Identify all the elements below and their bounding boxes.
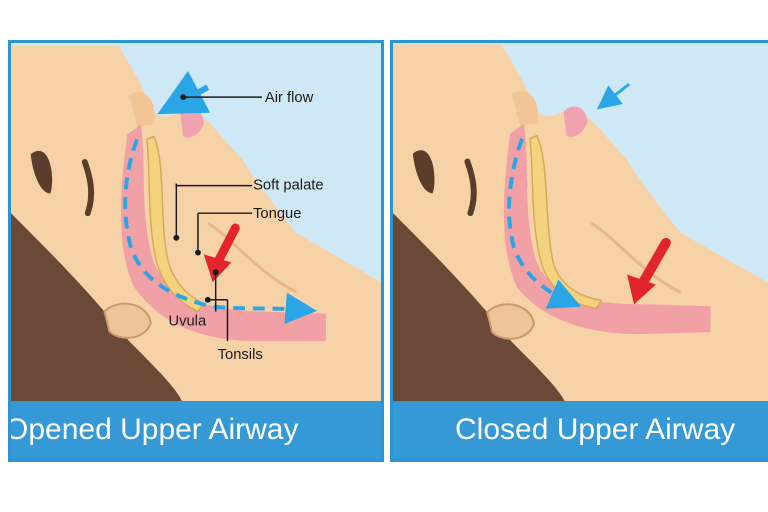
- airflow-arrow-top: [596, 82, 631, 110]
- lips: [563, 106, 588, 137]
- closed-eye: [464, 158, 477, 217]
- nose: [129, 92, 155, 127]
- nose: [512, 90, 538, 126]
- label-air-flow: Air flow: [265, 90, 314, 106]
- eyebrow: [412, 150, 435, 194]
- opened-airway-illustration: Air flow Soft palate Tongue Uvula Tonsil…: [11, 45, 381, 405]
- hair: [11, 213, 184, 405]
- tongue-pressure-arrowhead: [203, 254, 232, 283]
- ear: [486, 303, 535, 340]
- airflow-arrow-top: [157, 71, 211, 115]
- airway-throat: [503, 123, 711, 335]
- ear: [103, 302, 152, 339]
- leader-lines: [175, 96, 262, 342]
- label-soft-palate: Soft palate: [253, 178, 324, 194]
- airflow-path-blocked: [507, 138, 582, 309]
- label-tonsils: Tonsils: [218, 347, 263, 363]
- label-uvula: Uvula: [168, 313, 207, 329]
- closed-airway-panel: Closed Upper Airway: [390, 40, 768, 462]
- closed-eye: [81, 159, 95, 217]
- eyebrow: [30, 150, 53, 194]
- tongue-pressure-arrow: [213, 223, 240, 267]
- hair: [393, 213, 567, 406]
- opened-airway-caption: Opened Upper Airway: [11, 401, 381, 459]
- closed-airway-illustration: [393, 44, 768, 406]
- closed-airway-caption: Closed Upper Airway: [393, 401, 768, 459]
- soft-palate-band: [529, 134, 603, 310]
- tongue-collapse-arrow: [638, 237, 671, 288]
- opened-airway-panel: Air flow Soft palate Tongue Uvula Tonsil…: [8, 40, 384, 462]
- airflow-path: [123, 138, 317, 325]
- soft-palate-band: [145, 135, 205, 313]
- label-tongue: Tongue: [253, 206, 301, 222]
- neck-shadow: [206, 221, 298, 294]
- neck-shadow: [590, 221, 682, 294]
- lips: [180, 107, 204, 138]
